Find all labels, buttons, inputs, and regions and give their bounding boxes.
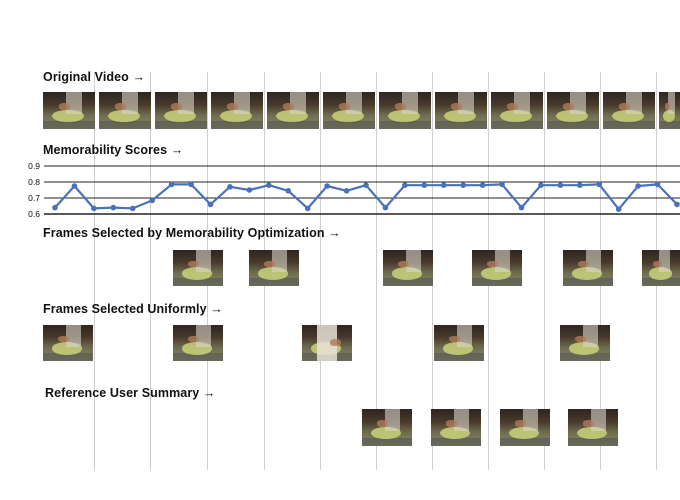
video-frame-thumbnail xyxy=(547,92,599,129)
video-frame-thumbnail xyxy=(379,92,431,129)
video-frame-thumbnail xyxy=(99,92,151,129)
selected-frame-thumbnail xyxy=(249,250,299,286)
guide-line xyxy=(544,72,545,470)
reference-frame-thumbnail xyxy=(362,409,412,446)
data-point xyxy=(440,182,447,188)
uniform-frame-thumbnail xyxy=(560,325,610,361)
data-point xyxy=(91,205,97,212)
guide-line xyxy=(150,72,151,470)
memorability-frames-label: Frames Selected by Memorability Optimiza… xyxy=(43,226,341,240)
uniform-frame-thumbnail xyxy=(43,325,93,361)
y-tick-label: 0.6 xyxy=(28,209,40,219)
data-point xyxy=(188,181,194,188)
y-tick-label: 0.8 xyxy=(28,177,40,187)
y-tick-label: 0.7 xyxy=(28,193,40,203)
video-frame-thumbnail xyxy=(435,92,487,129)
uniform-frame-thumbnail xyxy=(173,325,223,361)
selected-frame-thumbnail xyxy=(642,250,680,286)
reference-frame-thumbnail xyxy=(568,409,618,446)
data-point xyxy=(596,181,603,188)
memorability-scores-label: Memorability Scores → xyxy=(43,143,184,157)
data-point xyxy=(227,184,233,190)
data-point xyxy=(149,197,155,204)
data-point xyxy=(266,182,272,188)
data-point xyxy=(557,182,564,188)
video-frame-thumbnail xyxy=(491,92,543,129)
selected-frame-thumbnail xyxy=(472,250,522,286)
data-point xyxy=(304,205,311,212)
guide-line xyxy=(320,72,321,470)
uniform-frame-thumbnail xyxy=(434,325,484,361)
series-line xyxy=(54,183,678,211)
data-point xyxy=(71,183,78,189)
video-frame-thumbnail xyxy=(323,92,375,129)
data-point xyxy=(479,182,486,188)
data-point xyxy=(615,206,622,212)
data-point xyxy=(343,188,350,194)
y-tick-label: 0.9 xyxy=(28,161,40,171)
data-point xyxy=(402,182,408,188)
selected-frame-thumbnail xyxy=(173,250,223,286)
guide-line xyxy=(94,72,95,470)
data-point xyxy=(538,182,544,188)
data-point xyxy=(52,204,58,211)
data-point xyxy=(421,182,428,188)
data-point xyxy=(168,181,175,188)
selected-frame-thumbnail xyxy=(563,250,613,286)
video-frame-thumbnail xyxy=(603,92,655,129)
video-frame-thumbnail xyxy=(155,92,207,129)
original-video-label: Original Video → xyxy=(43,70,146,84)
uniform-frames-label: Frames Selected Uniformly → xyxy=(43,302,223,316)
data-point xyxy=(499,181,505,188)
reference-frame-thumbnail xyxy=(500,409,550,446)
data-point xyxy=(577,182,583,188)
selected-frame-thumbnail xyxy=(383,250,433,286)
data-point xyxy=(324,183,330,189)
video-frame-thumbnail xyxy=(267,92,319,129)
data-point xyxy=(363,182,369,188)
data-point xyxy=(518,204,525,211)
data-point xyxy=(285,188,292,194)
uniform-frame-thumbnail xyxy=(302,325,352,361)
data-point xyxy=(382,204,389,211)
data-point xyxy=(246,187,253,193)
data-point xyxy=(207,201,214,208)
data-point xyxy=(129,205,136,212)
video-frame-thumbnail xyxy=(43,92,95,129)
data-point xyxy=(110,204,117,211)
reference-frame-thumbnail xyxy=(431,409,481,446)
guide-line xyxy=(376,72,377,470)
data-point xyxy=(654,181,661,188)
reference-summary-label: Reference User Summary → xyxy=(45,386,216,400)
data-point xyxy=(635,183,641,189)
data-point xyxy=(674,201,680,208)
video-frame-thumbnail xyxy=(659,92,680,129)
video-frame-thumbnail xyxy=(211,92,263,129)
data-point xyxy=(460,182,466,188)
